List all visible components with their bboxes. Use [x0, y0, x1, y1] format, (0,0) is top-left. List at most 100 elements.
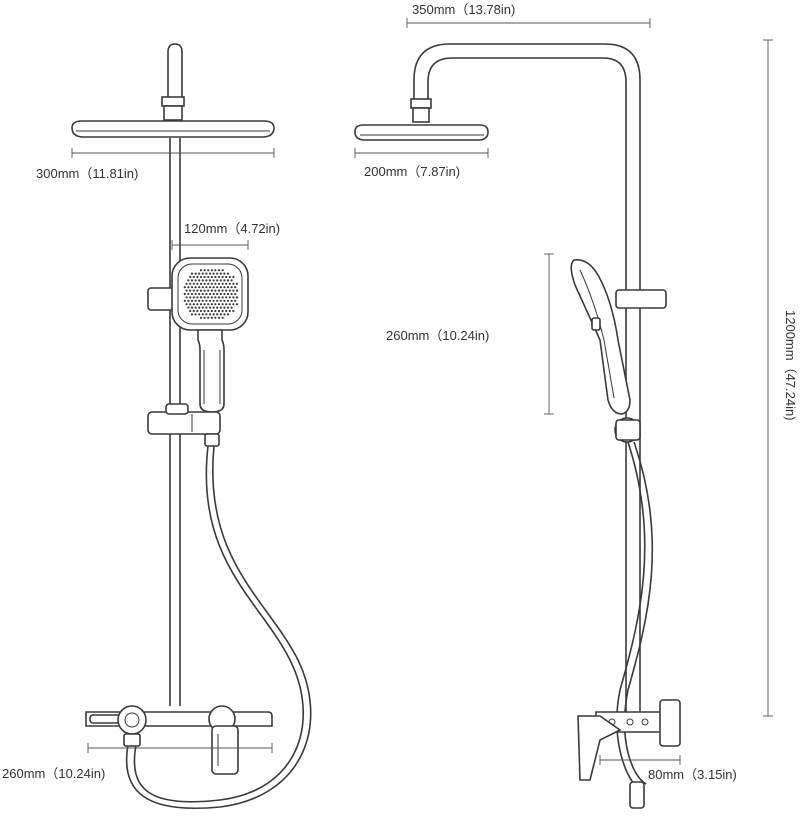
- spray-nozzle: [226, 272, 230, 275]
- spray-nozzle: [194, 286, 197, 289]
- spray-nozzle: [232, 275, 235, 279]
- spray-nozzle: [214, 269, 217, 272]
- spray-nozzle: [189, 303, 192, 306]
- side-arm-outer: [413, 43, 641, 720]
- spray-nozzle: [210, 289, 213, 292]
- dim-rain-head-side-width: 200mm（7.87in): [364, 164, 460, 179]
- front-nut: [161, 96, 185, 107]
- spray-nozzle: [217, 309, 221, 313]
- spray-nozzle: [207, 309, 210, 313]
- spray-nozzle: [210, 282, 213, 285]
- spray-nozzle: [217, 316, 221, 319]
- spray-nozzle: [225, 296, 228, 299]
- spray-nozzle: [194, 299, 197, 302]
- spray-nozzle: [221, 309, 224, 313]
- spray-nozzle: [235, 296, 239, 299]
- spray-nozzle: [210, 309, 213, 313]
- spray-nozzle: [208, 272, 212, 275]
- side-holder-top: [615, 289, 667, 309]
- spray-nozzle: [232, 303, 235, 306]
- spray-nozzle: [205, 313, 208, 316]
- spray-nozzle: [198, 286, 201, 289]
- spray-nozzle: [205, 292, 208, 296]
- spray-nozzle: [190, 279, 194, 282]
- spray-nozzle: [194, 292, 197, 296]
- spray-nozzle: [198, 299, 201, 302]
- spray-nozzle: [230, 306, 233, 309]
- spray-nozzle: [221, 275, 224, 279]
- spray-nozzle: [210, 303, 213, 306]
- spray-nozzle: [223, 299, 226, 302]
- spray-nozzle: [219, 313, 222, 316]
- spray-nozzle: [221, 316, 224, 319]
- spray-nozzle: [230, 292, 233, 296]
- spray-nozzle: [192, 275, 195, 279]
- spray-nozzle: [225, 309, 228, 313]
- spray-nozzle: [217, 296, 221, 299]
- spray-nozzle: [219, 286, 222, 289]
- spray-nozzle: [217, 303, 221, 306]
- spray-nozzle: [189, 289, 192, 292]
- spray-nozzle: [187, 292, 190, 296]
- spray-nozzle: [201, 286, 204, 289]
- spray-nozzle: [216, 272, 219, 275]
- spray-nozzle: [185, 303, 188, 306]
- spray-nozzle: [221, 289, 224, 292]
- spray-nozzle: [234, 299, 237, 302]
- spray-nozzle: [223, 292, 226, 296]
- spray-nozzle: [216, 313, 219, 316]
- spray-nozzle: [203, 303, 206, 306]
- spray-nozzle: [207, 282, 210, 285]
- spray-nozzle: [228, 303, 231, 306]
- spray-nozzle: [192, 282, 195, 285]
- spray-nozzle: [223, 286, 226, 289]
- spray-nozzle: [190, 272, 194, 275]
- front-connector: [163, 105, 183, 121]
- spray-nozzle: [217, 269, 221, 272]
- spray-nozzle: [196, 275, 199, 279]
- spray-nozzle: [226, 306, 230, 309]
- spray-nozzle: [223, 313, 226, 316]
- spray-nozzle: [216, 292, 219, 296]
- spray-nozzle: [194, 306, 197, 309]
- spray-nozzle: [194, 313, 197, 316]
- spray-nozzle: [212, 292, 215, 296]
- spray-nozzle: [219, 306, 222, 309]
- spray-nozzle: [203, 316, 206, 319]
- dim-total-height: 1200mm（47.24in): [783, 310, 798, 421]
- spray-nozzle: [192, 296, 195, 299]
- spray-nozzle: [208, 286, 212, 289]
- spray-nozzle: [205, 299, 208, 302]
- spray-nozzle: [203, 269, 206, 272]
- spray-nozzle: [199, 316, 203, 319]
- spray-nozzle: [216, 286, 219, 289]
- spray-nozzle: [198, 306, 201, 309]
- spray-nozzle: [203, 282, 206, 285]
- spray-nozzle: [196, 303, 199, 306]
- spray-nozzle: [235, 282, 239, 285]
- spray-nozzle: [201, 292, 204, 296]
- spray-nozzle: [225, 275, 228, 279]
- spray-nozzle: [185, 282, 188, 285]
- spray-nozzle: [219, 299, 222, 302]
- spray-nozzle: [223, 272, 226, 275]
- spray-nozzle: [221, 282, 224, 285]
- spray-nozzle: [205, 306, 208, 309]
- spray-nozzle: [189, 282, 192, 285]
- spray-nozzle: [187, 286, 190, 289]
- spray-nozzle: [212, 313, 215, 316]
- spray-nozzle: [198, 279, 201, 282]
- spray-nozzle: [214, 296, 217, 299]
- spray-nozzle: [208, 299, 212, 302]
- side-rain-head: [354, 124, 489, 141]
- spray-nozzle: [208, 306, 212, 309]
- spray-nozzle: [214, 275, 217, 279]
- spray-nozzle: [223, 306, 226, 309]
- spray-nozzle: [221, 303, 224, 306]
- spray-nozzle: [207, 316, 210, 319]
- spray-nozzle: [198, 292, 201, 296]
- spray-nozzle: [214, 316, 217, 319]
- spray-nozzle: [199, 289, 203, 292]
- spray-nozzle: [221, 296, 224, 299]
